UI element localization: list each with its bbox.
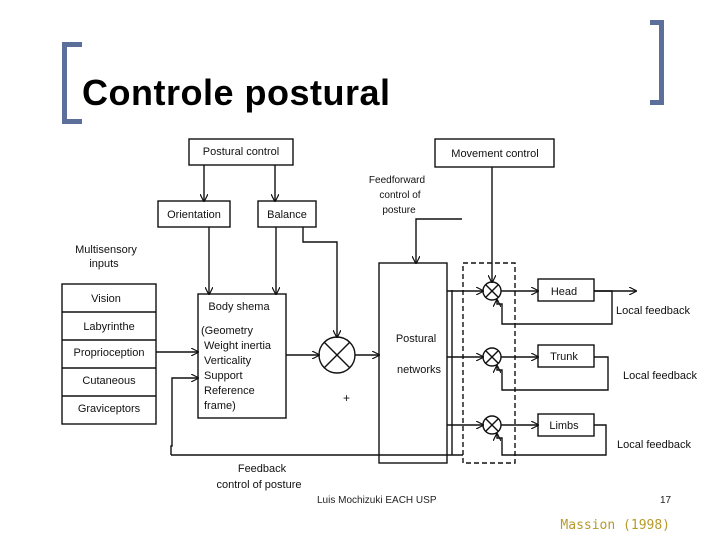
feedback-line-1: Feedback	[238, 463, 287, 475]
plus-sign: +	[343, 391, 350, 405]
postural-control-label: Postural control	[203, 146, 279, 158]
balance-box	[257, 200, 317, 228]
body-schema-item-3: Verticality	[204, 355, 252, 367]
body-schema-box	[197, 293, 287, 419]
left-bracket-vertical	[62, 42, 67, 124]
sensor-proprioception: Proprioception	[74, 347, 145, 359]
movement-control-box	[434, 138, 555, 168]
feedforward-line-2: control of	[379, 190, 420, 201]
feedback-line-2: control of posture	[217, 479, 302, 491]
body-schema-item-2: Weight inertia	[204, 340, 272, 352]
postural-networks-box	[378, 262, 448, 464]
postural-control-box	[188, 138, 294, 166]
postural-networks-line-2: networks	[397, 364, 442, 376]
sensor-cutaneous: Cutaneous	[82, 375, 136, 387]
body-schema-item-5: Reference	[204, 385, 255, 397]
local-feedback-head: Local feedback	[616, 305, 690, 317]
local-feedback-limbs: Local feedback	[617, 439, 691, 451]
movement-control-label: Movement control	[451, 148, 538, 160]
body-schema-title: Body shema	[208, 301, 270, 313]
segment-head: Head	[551, 286, 577, 298]
feedforward-line-3: posture	[382, 205, 416, 216]
slide-title: Controle postural	[82, 72, 391, 113]
multisensory-line-1: Multisensory	[75, 244, 137, 256]
body-schema-item-6: frame)	[204, 400, 236, 412]
right-bracket-top	[650, 20, 664, 25]
left-bracket-bottom	[62, 119, 82, 124]
sensor-labyrinthe: Labyrinthe	[83, 321, 134, 333]
left-bracket-top	[62, 42, 82, 47]
orientation-box	[157, 200, 231, 228]
sensor-vision: Vision	[91, 293, 121, 305]
sensors-outer-box	[61, 283, 157, 425]
postural-networks-line-1: Postural	[396, 333, 436, 345]
orientation-label: Orientation	[167, 209, 221, 221]
balance-label: Balance	[267, 209, 307, 221]
feedforward-line-1: Feedforward	[369, 175, 425, 186]
right-bracket-vertical	[659, 20, 664, 105]
effector-dashed-box	[462, 262, 516, 464]
page-number: 17	[660, 495, 672, 506]
segment-trunk: Trunk	[550, 351, 578, 363]
body-schema-item-4: Support	[204, 370, 243, 382]
author-footer: Luis Mochizuki EACH USP	[317, 495, 437, 506]
citation: Massion (1998)	[560, 518, 670, 533]
right-bracket-bottom	[650, 100, 664, 105]
segment-limbs: Limbs	[549, 420, 579, 432]
body-schema-item-1: (Geometry	[201, 325, 253, 337]
multisensory-line-2: inputs	[89, 258, 119, 270]
sensor-graviceptors: Graviceptors	[78, 403, 141, 415]
local-feedback-trunk: Local feedback	[623, 370, 697, 382]
